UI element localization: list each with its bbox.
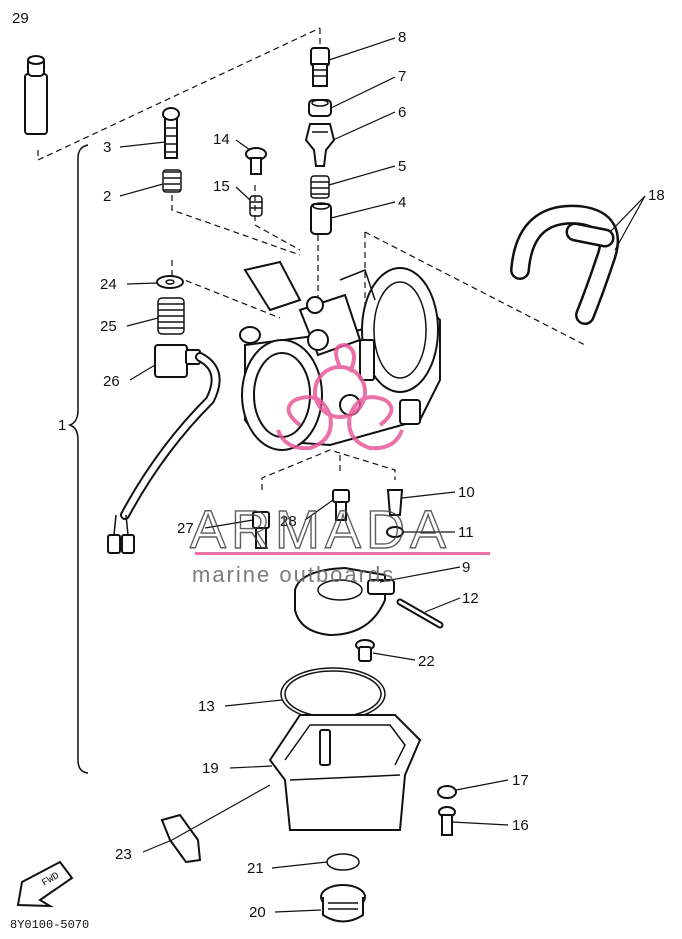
watermark-subtitle: marine outboards bbox=[192, 562, 395, 587]
watermark-title: ARMADA bbox=[190, 500, 451, 560]
part-19-float-bowl bbox=[268, 714, 422, 831]
part-label-26: 26 bbox=[103, 373, 120, 390]
part-label-28: 28 bbox=[280, 513, 297, 530]
part-label-18: 18 bbox=[648, 187, 665, 204]
part-23-clip bbox=[160, 813, 202, 864]
part-label-16: 16 bbox=[512, 817, 529, 834]
part-4-piston bbox=[310, 202, 332, 235]
armada-logo-icon bbox=[276, 342, 404, 451]
part-2-spring bbox=[162, 169, 182, 193]
part-label-24: 24 bbox=[100, 276, 117, 293]
part-28-jet bbox=[332, 489, 350, 521]
part-3-screw bbox=[162, 107, 180, 159]
carburetor-body bbox=[239, 260, 441, 451]
part-label-3: 3 bbox=[103, 139, 111, 156]
part-18-hose bbox=[510, 204, 619, 325]
part-10-needle bbox=[386, 489, 404, 516]
part-15-spring bbox=[249, 195, 263, 217]
part-29-pipe bbox=[24, 55, 48, 135]
part-26-fitting bbox=[107, 344, 221, 554]
part-label-22: 22 bbox=[418, 653, 435, 670]
part-label-13: 13 bbox=[198, 698, 215, 715]
fwd-arrow-icon bbox=[16, 860, 74, 908]
part-label-15: 15 bbox=[213, 178, 230, 195]
part-20-plug bbox=[320, 884, 366, 923]
part-5-spring bbox=[310, 175, 330, 199]
armada-watermark: ARMADA marine outboards bbox=[189, 342, 490, 587]
part-22-screw bbox=[355, 639, 375, 662]
part-label-29: 29 bbox=[12, 10, 29, 27]
leader-lines bbox=[119, 37, 646, 913]
part-label-8: 8 bbox=[398, 29, 406, 46]
part-label-1: 1 bbox=[58, 417, 66, 434]
part-label-11: 11 bbox=[458, 524, 474, 541]
part-21-o-ring bbox=[326, 853, 360, 871]
part-17-washer bbox=[437, 785, 457, 799]
part-label-10: 10 bbox=[458, 484, 475, 501]
part-label-2: 2 bbox=[103, 188, 111, 205]
part-label-6: 6 bbox=[398, 104, 406, 121]
part-label-27: 27 bbox=[177, 520, 194, 537]
part-labels: 29 3 2 14 15 8 7 6 5 4 18 24 25 26 1 10 … bbox=[12, 10, 665, 921]
part-label-12: 12 bbox=[462, 590, 479, 607]
part-label-4: 4 bbox=[398, 194, 406, 211]
part-label-5: 5 bbox=[398, 158, 406, 175]
assembly-bracket bbox=[67, 144, 89, 774]
part-label-9: 9 bbox=[462, 559, 470, 576]
part-13-gasket bbox=[280, 667, 386, 721]
part-label-19: 19 bbox=[202, 760, 219, 777]
part-9-float bbox=[294, 566, 395, 637]
part-16-screw bbox=[438, 806, 456, 836]
part-label-20: 20 bbox=[249, 904, 266, 921]
part-25-spring bbox=[157, 297, 185, 335]
part-label-17: 17 bbox=[512, 772, 529, 789]
part-label-23: 23 bbox=[115, 846, 132, 863]
part-24-washer bbox=[156, 275, 184, 289]
part-label-7: 7 bbox=[398, 68, 406, 85]
part-6-needle-valve bbox=[304, 123, 336, 167]
part-label-14: 14 bbox=[213, 131, 230, 148]
watermark-underline bbox=[195, 552, 490, 555]
part-label-25: 25 bbox=[100, 318, 117, 335]
part-8-cap-bolt bbox=[310, 47, 330, 87]
part-14-screw bbox=[245, 147, 267, 175]
part-label-21: 21 bbox=[247, 860, 264, 877]
drawing-code: 8Y0100-5070 bbox=[10, 918, 89, 932]
part-7-nut bbox=[308, 99, 332, 117]
